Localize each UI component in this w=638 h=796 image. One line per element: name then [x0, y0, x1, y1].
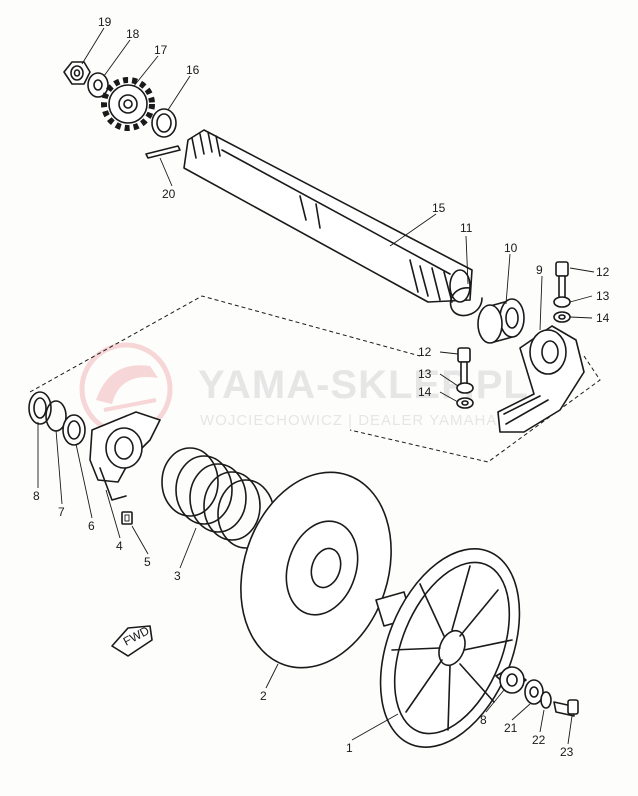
part-number-7: 7 [58, 505, 65, 519]
part-number-8-right: 8 [480, 713, 487, 727]
bolt-23 [553, 699, 579, 717]
washer-6 [62, 414, 86, 446]
part-number-11: 11 [460, 221, 473, 235]
part-number-14-lower: 14 [418, 385, 432, 399]
watermark-subtitle: WOJCIECHOWICZ | DEALER YAMAHA [200, 412, 497, 429]
washer-14-upper [553, 311, 571, 323]
washer-21 [524, 679, 544, 705]
part-number-9: 9 [536, 263, 543, 277]
part-number-labels: 19 18 17 16 20 15 11 10 9 12 13 14 12 13… [33, 15, 610, 759]
bolt-12-upper [555, 261, 569, 305]
snap-ring-8-left [28, 391, 52, 425]
collar-16 [151, 108, 177, 138]
part-number-12-upper: 12 [596, 265, 610, 279]
collar-8-right [499, 666, 525, 694]
lockwasher-13-lower [456, 382, 474, 394]
part-number-23: 23 [560, 745, 574, 759]
watermark-title: YAMA-SKLEP.PL [198, 363, 529, 407]
part-number-5: 5 [144, 555, 151, 569]
key-20 [145, 145, 181, 159]
bearing-10 [477, 298, 525, 344]
part-number-16: 16 [186, 63, 200, 77]
part-number-8-left: 8 [33, 489, 40, 503]
leader-lines [37, 27, 595, 745]
circlip-11 [449, 287, 483, 317]
part-number-21: 21 [504, 721, 518, 735]
part-number-22: 22 [532, 733, 546, 747]
part-number-14-upper: 14 [596, 311, 610, 325]
washer-18 [87, 72, 109, 98]
sheave-2 [240, 471, 392, 669]
part-number-13-lower: 13 [418, 367, 432, 381]
slider-5 [121, 511, 133, 525]
part-number-2: 2 [260, 689, 267, 703]
spring-seat-4 [89, 411, 161, 501]
lockwasher-13-upper [553, 296, 571, 308]
part-number-1: 1 [346, 741, 353, 755]
part-number-17: 17 [154, 43, 168, 57]
sprocket-17 [101, 77, 155, 131]
part-number-19: 19 [98, 15, 112, 29]
nut-19 [63, 61, 91, 85]
part-number-15: 15 [432, 201, 446, 215]
spring-3 [161, 447, 275, 549]
part-number-6: 6 [88, 519, 95, 533]
part-number-13-upper: 13 [596, 289, 610, 303]
part-number-12-lower: 12 [418, 345, 432, 359]
bracket-9 [497, 325, 585, 433]
fwd-arrow: FWD [111, 623, 153, 657]
assembly-boundary [29, 295, 601, 463]
part-number-4: 4 [116, 539, 123, 553]
lockwasher-22 [540, 691, 552, 709]
part-number-20: 20 [162, 187, 176, 201]
washer-14-lower [456, 397, 474, 409]
part-number-3: 3 [174, 569, 181, 583]
part-number-10: 10 [504, 241, 518, 255]
shaft-15 [183, 129, 473, 303]
part-number-18: 18 [126, 27, 140, 41]
